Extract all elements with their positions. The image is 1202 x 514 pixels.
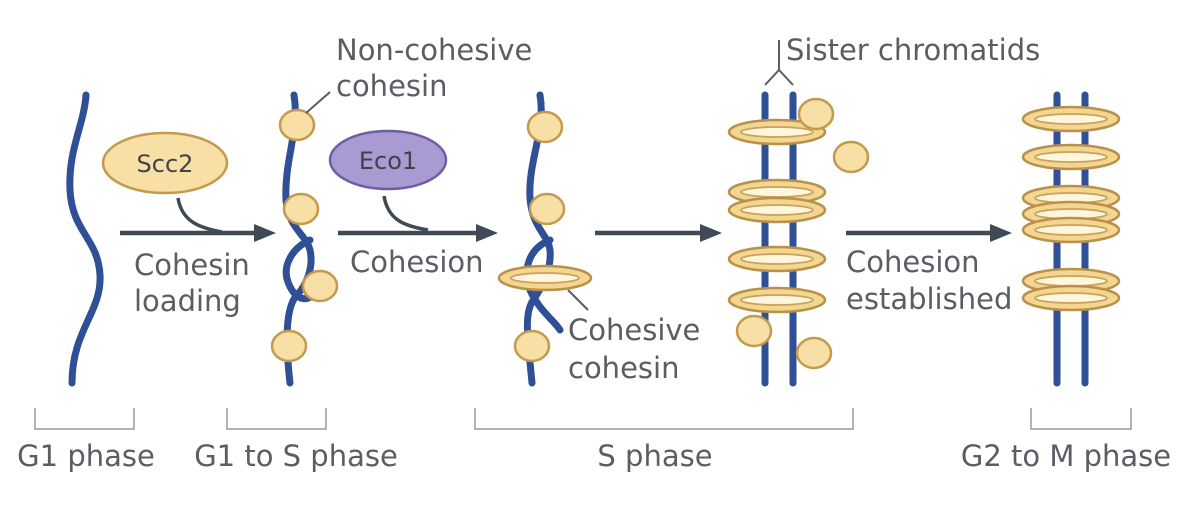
phase-label-g1: G1 phase [17,439,155,473]
cohesin-loading-label-1: Cohesin [134,248,250,282]
non-cohesive-cohesin [795,336,833,370]
scc2-label: Scc2 [137,150,194,178]
non-cohesive-cohesin [735,314,773,348]
cohesive-cohesin-ring-inner [740,294,814,306]
g1s-replication-bubble [282,236,316,303]
cohesive-leader [567,289,589,311]
g2m-bracket [1030,408,1132,430]
non-cohesive-cohesin [528,192,566,226]
cohesive-cohesin-ring-inner [1034,275,1108,287]
cohesion-established-label-1: Cohesion [846,245,980,279]
cohesive-label-2: cohesin [568,351,679,385]
non-cohesive-cohesin [278,108,316,142]
g1-bracket [34,408,135,430]
cohesive-cohesin-ring-inner [1034,113,1108,125]
cohesion-arrowhead [476,224,498,242]
non-cohesive-cohesin [513,329,551,363]
cohesive-cohesin-ring-inner [1034,151,1108,163]
non-cohesive-cohesin [301,269,339,303]
non-cohesive-cohesin [282,192,320,226]
cohesive-label-1: Cohesive [568,313,700,347]
scc2-hook [176,197,223,234]
cohesive-cohesin-ring-inner [740,186,814,198]
phase-label-g2-to-m: G2 to M phase [961,439,1171,473]
sister-chromatids-leader [764,40,794,86]
non-cohesive-cohesin [797,97,835,131]
phase-label-g1-to-s: G1 to S phase [194,439,398,473]
g1-chromatid [66,91,104,387]
eco1-hook [382,195,429,232]
non-cohesive-leader [305,91,331,114]
s-bracket [474,408,854,430]
cohesion-label: Cohesion [350,245,484,279]
eco1-protein [328,129,448,191]
non-cohesive-cohesin [832,140,870,174]
cohesive-cohesin-ring-inner [740,126,814,138]
cohesive-cohesin-ring-inner [740,204,814,216]
scc2-protein [101,131,229,195]
s-chromatid [523,91,554,387]
cohesive-cohesin-ring-inner [1034,224,1108,236]
s-phase-arrowhead [700,224,722,242]
non-cohesive-label-1: Non-cohesive [336,33,532,67]
cohesin-loading-label-2: loading [134,284,241,318]
cohesive-cohesin-ring-inner [1034,292,1108,304]
phase-label-s: S phase [597,439,712,473]
g1s-chromatid [282,91,315,387]
eco1-label: Eco1 [359,147,417,175]
established-arrowhead [990,224,1012,242]
non-cohesive-cohesin [270,329,308,363]
non-cohesive-label-2: cohesin [336,69,447,103]
sister-chromatids-label: Sister chromatids [786,33,1040,67]
cohesive-cohesin-ring-inner [740,253,814,265]
cohesion-established-label-2: established [846,282,1012,316]
cohesive-cohesin-ring-inner [510,272,580,284]
g1s-bracket [226,408,327,430]
loading-arrowhead [254,224,276,242]
non-cohesive-cohesin [526,110,564,144]
